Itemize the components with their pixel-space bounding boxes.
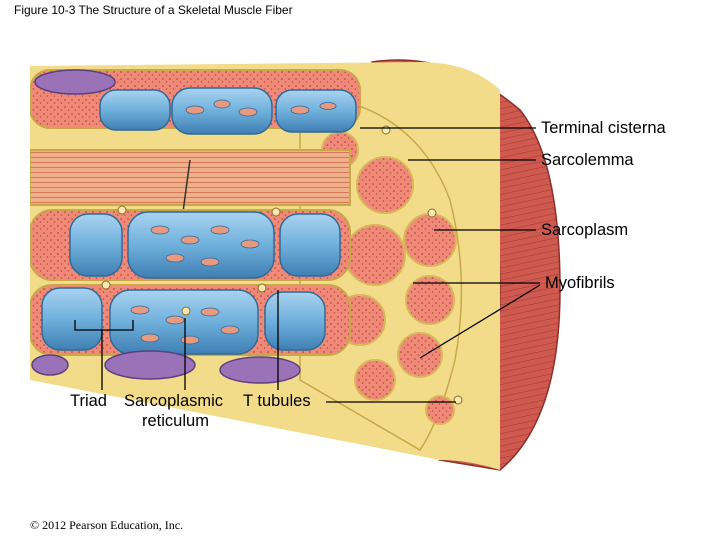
nucleus (219, 356, 301, 384)
bracket-triad (74, 320, 134, 331)
label-triad: Triad (70, 392, 107, 410)
label-sarcoplasmic-reticulum-line2: reticulum (142, 412, 209, 430)
nucleus (104, 350, 196, 380)
copyright-notice: © 2012 Pearson Education, Inc. (30, 518, 184, 532)
figure-title: Figure 10-3 The Structure of a Skeletal … (14, 3, 293, 17)
label-sarcoplasmic-reticulum-line1: Sarcoplasmic (124, 392, 224, 410)
t-tubule-openings (101, 125, 463, 405)
label-t-tubules: T tubules (243, 392, 311, 410)
leader-lines (74, 127, 541, 403)
leader-myofibrils-2 (419, 284, 541, 359)
label-sarcoplasm: Sarcoplasm (541, 221, 629, 239)
nucleus (34, 69, 116, 95)
label-sarcolemma: Sarcolemma (541, 151, 634, 169)
label-terminal-cisterna: Terminal cisterna (541, 119, 666, 137)
label-myofibrils: Myofibrils (545, 274, 615, 292)
nucleus (31, 354, 69, 376)
myofibril-rows (30, 69, 361, 356)
